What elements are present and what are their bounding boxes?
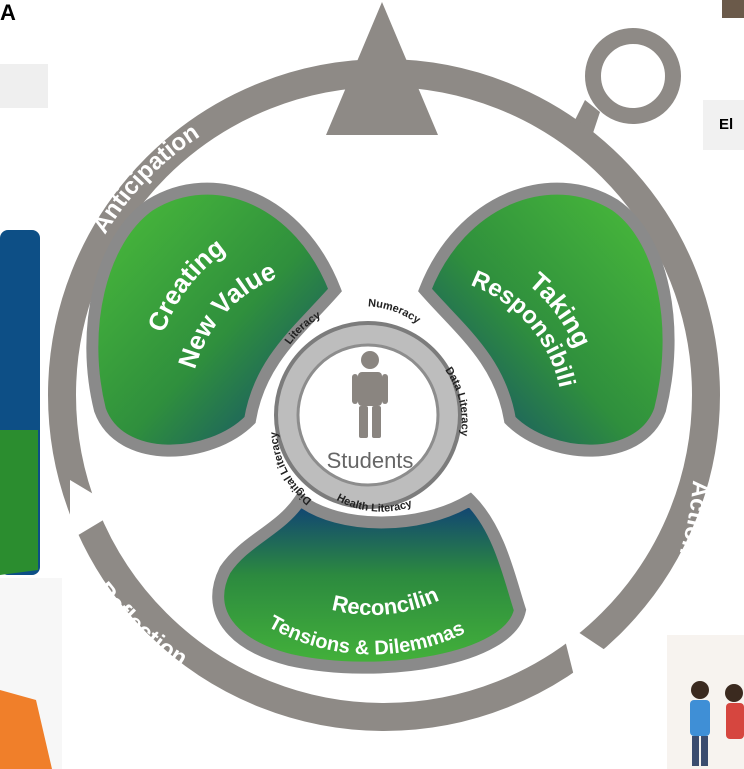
left-green-panel: [0, 430, 38, 575]
person-body-icon: [726, 703, 744, 739]
petal-creating-new-value: [86, 182, 342, 457]
petal-reconciling-tensions: [212, 491, 527, 674]
cropped-label-text: El: [719, 116, 734, 133]
compass-crown-ring: [585, 28, 681, 124]
ring-arrow-notch: [560, 620, 620, 700]
person-body-icon: [690, 700, 710, 736]
person-head-icon: [691, 681, 709, 699]
students-label: Students: [327, 448, 414, 473]
student-figure-icon: [352, 351, 388, 438]
petal-taking-responsibility: [418, 182, 675, 457]
person-leg-icon: [692, 736, 699, 766]
cropped-heading-letter: A: [0, 0, 16, 25]
ring-arrow-notch: [70, 480, 120, 540]
cropped-label-box: El: [703, 100, 744, 150]
outer-ring: [48, 59, 720, 731]
cropped-grey-box: [0, 64, 48, 108]
person-head-icon: [725, 684, 743, 702]
person-leg-icon: [701, 736, 708, 766]
cropped-photo-corner: [722, 0, 744, 18]
orange-triangle: [0, 690, 52, 769]
